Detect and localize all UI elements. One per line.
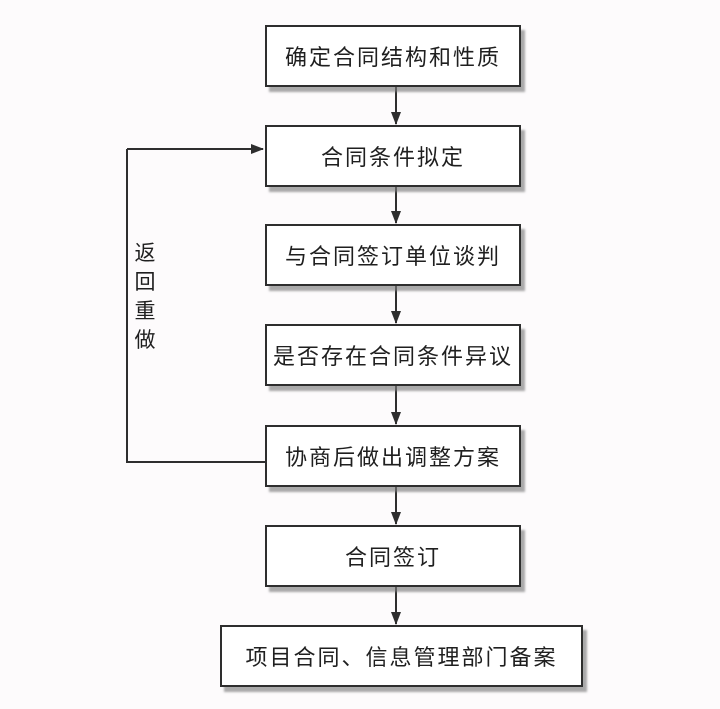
flow-node-contract-signing: 合同签订 [265, 525, 521, 587]
flow-node-determine-contract-structure: 确定合同结构和性质 [265, 25, 521, 87]
loop-back-label: 返回重做 [134, 241, 156, 352]
flow-node-check-term-objections: 是否存在合同条件异议 [265, 324, 521, 386]
flow-node-label: 协商后做出调整方案 [284, 446, 501, 471]
flow-node-label: 项目合同、信息管理部门备案 [245, 646, 558, 671]
loop-back-path [126, 149, 265, 463]
flow-node-label: 是否存在合同条件异议 [272, 345, 513, 370]
flow-node-adjustment-plan-after-negotiation: 协商后做出调整方案 [265, 425, 521, 487]
flow-node-label: 与合同签订单位谈判 [284, 245, 501, 270]
flow-node-negotiate-with-signing-party: 与合同签订单位谈判 [265, 224, 521, 286]
flow-node-draft-contract-terms: 合同条件拟定 [265, 125, 521, 187]
flow-node-filing-with-departments: 项目合同、信息管理部门备案 [220, 625, 583, 687]
flow-node-label: 确定合同结构和性质 [284, 46, 501, 71]
flow-node-label: 合同条件拟定 [320, 146, 465, 171]
flow-node-label: 合同签订 [344, 546, 441, 571]
